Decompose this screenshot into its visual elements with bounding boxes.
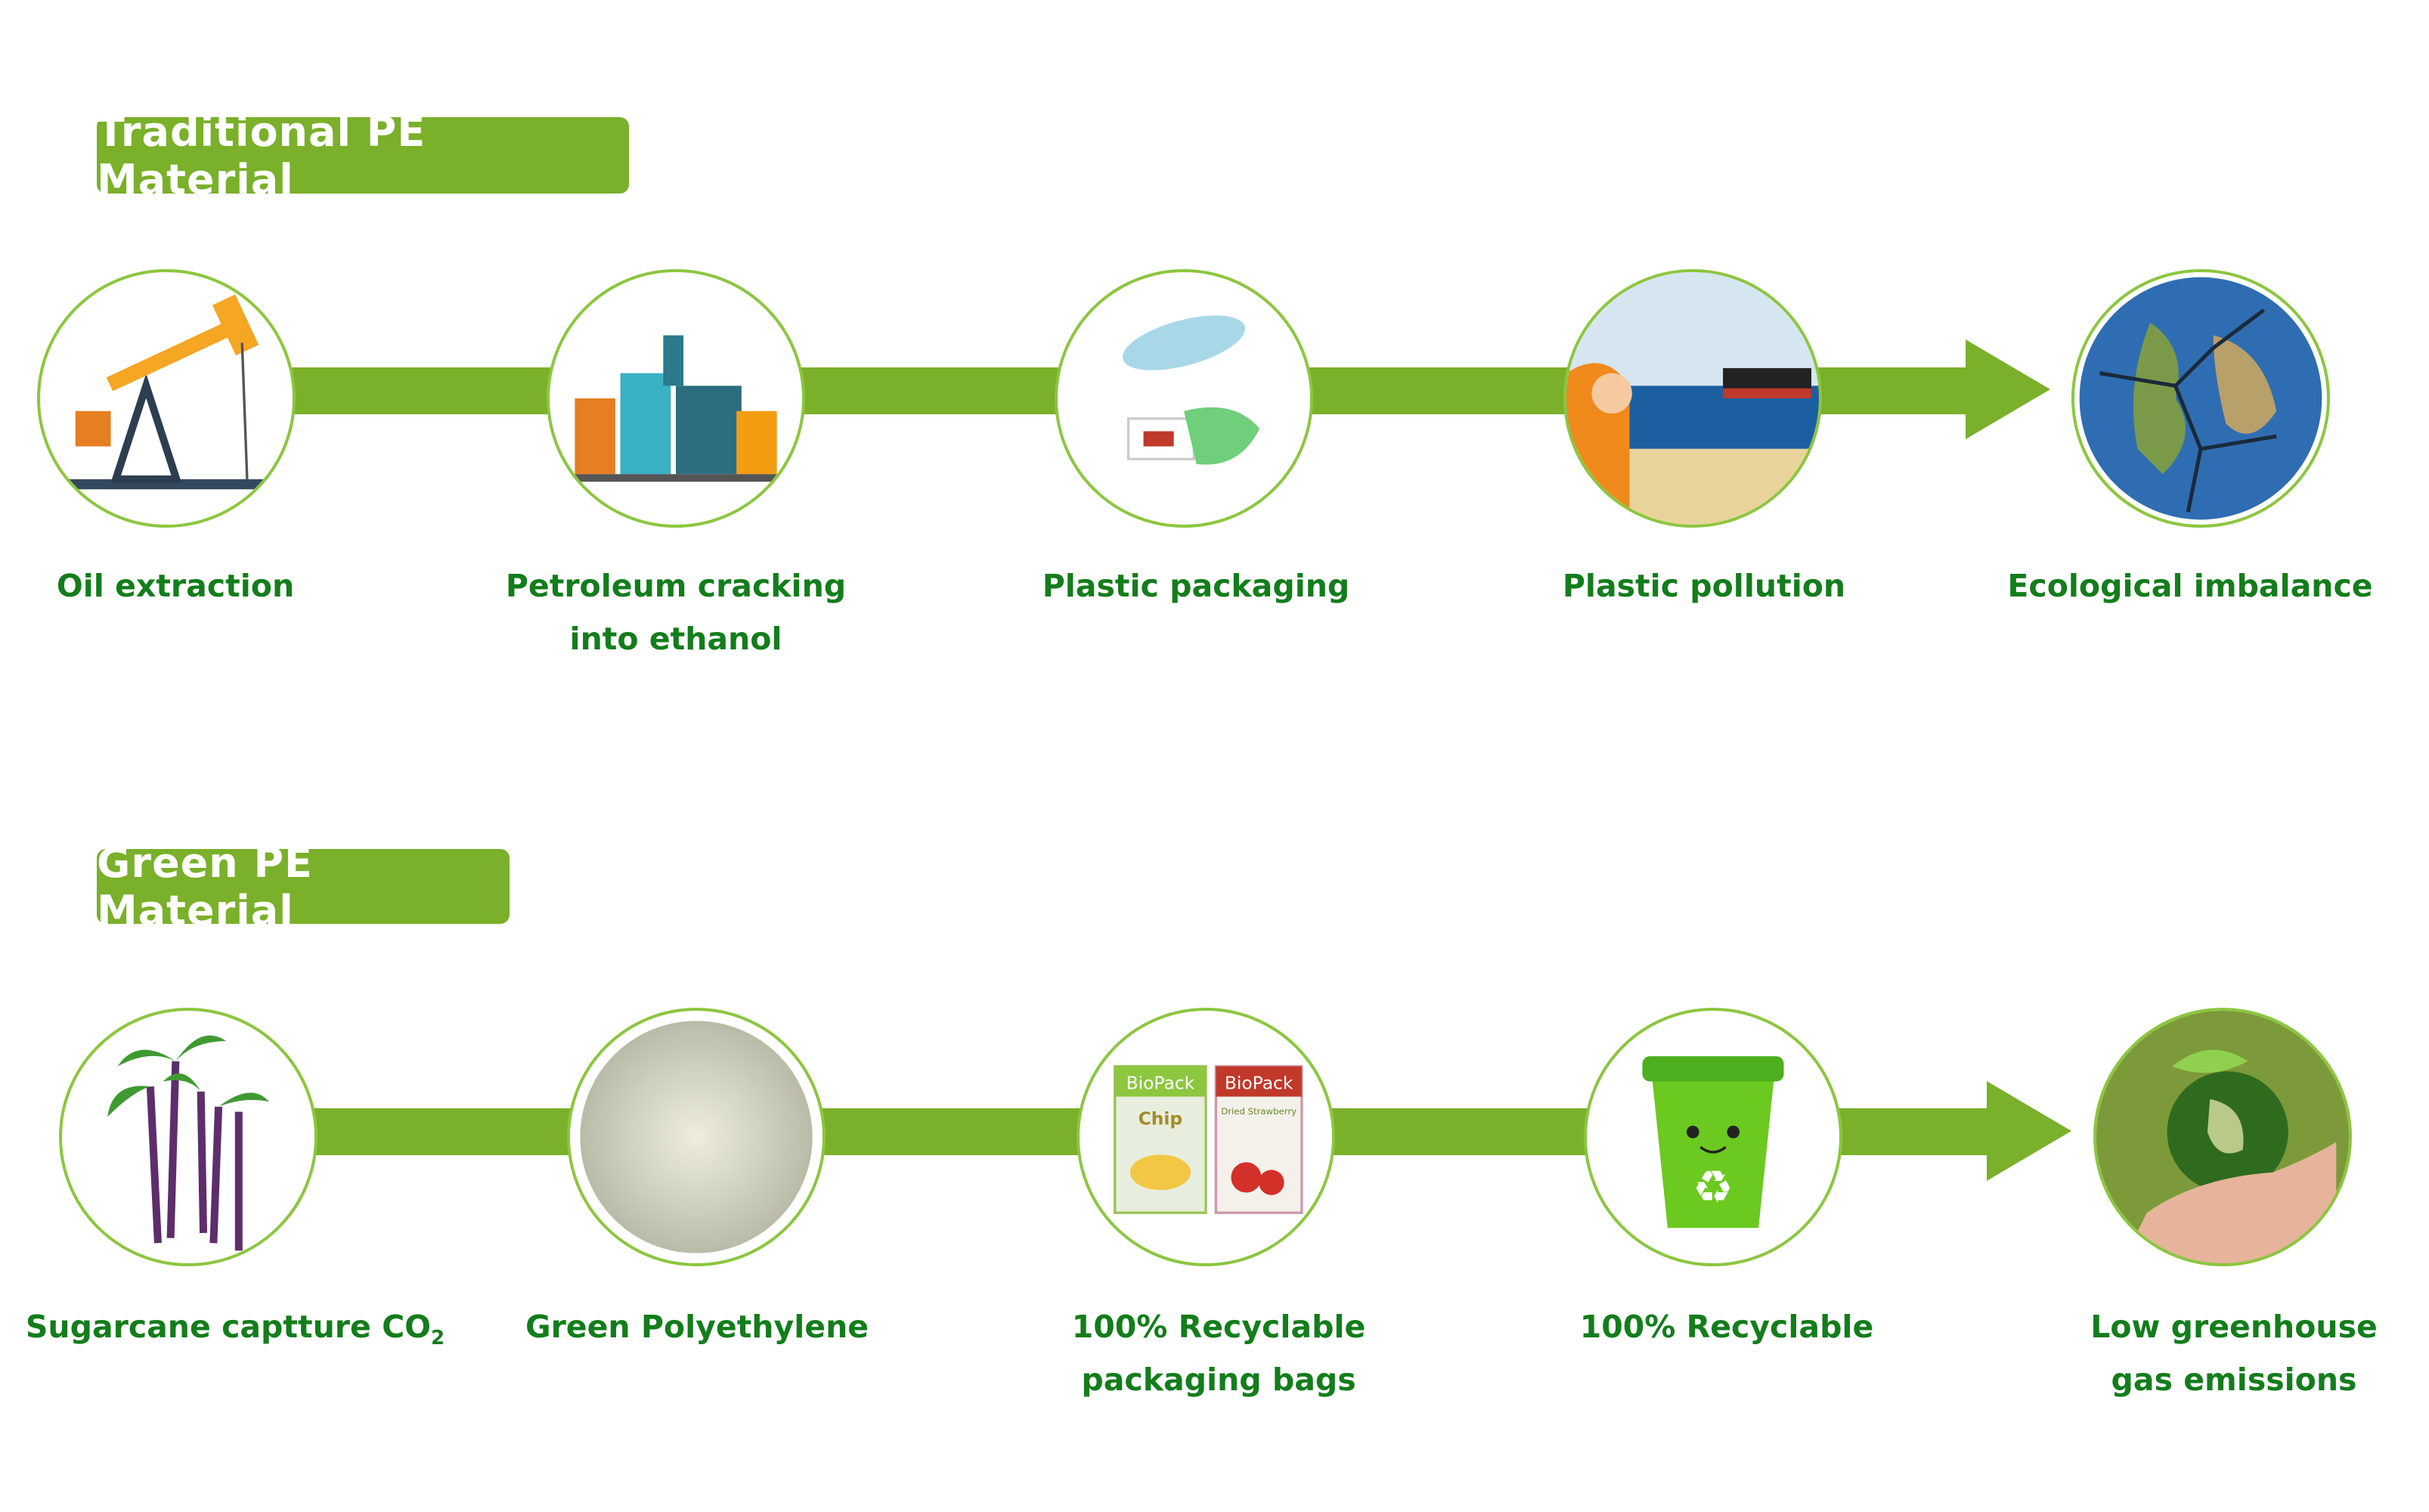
step-label: Plastic packaging [1042,568,1350,604]
plastic-waste-icon [1055,269,1313,528]
green-header: Green PE Material [97,839,510,934]
ocean-pollution-icon [1563,269,1822,528]
pellets-icon [567,1008,826,1266]
step-label: Plastic pollution [1562,568,1846,604]
recycle-bin-icon: ♻ [1584,1008,1842,1266]
cracked-earth-icon [2071,269,2330,528]
step-label: Ecological imbalance [2007,568,2373,604]
svg-text:♻: ♻ [1693,1161,1733,1214]
refinery-icon [547,269,805,528]
bag-name: Chip [1139,1108,1183,1129]
earth-in-hand-icon [2093,1008,2352,1266]
traditional-arrow-head-icon [1966,339,2050,439]
green-arrow-head-icon [1987,1081,2071,1181]
traditional-header: Traditional PE Material [97,108,629,203]
step-label: 100% Recyclable [1579,1309,1874,1345]
bag-brand: BioPack [1225,1073,1294,1094]
step-label: Green Polyethylene [525,1309,869,1345]
sugarcane-icon [59,1008,318,1266]
step-label: Sugarcane captture CO2 [25,1309,445,1350]
bag-brand: BioPack [1126,1073,1195,1094]
bag-name: Dried Strawberry [1221,1106,1297,1117]
oil-pump-icon [37,269,296,528]
step-label: Oil extraction [56,568,295,604]
